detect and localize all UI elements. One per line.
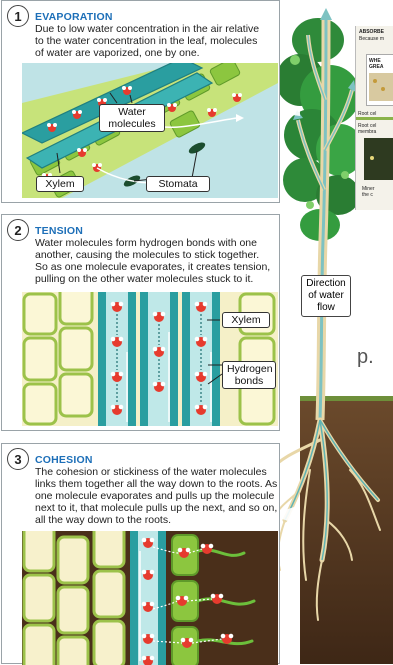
label-hydrogen-bonds: Hydrogen bonds (222, 361, 276, 389)
inset-title: ABSORBE (359, 29, 384, 35)
page-marker: p. (357, 346, 374, 369)
panel-text: The cohesion or stickiness of the water … (35, 466, 279, 526)
step-number: 1 (7, 5, 29, 27)
panel-cohesion: 3 COHESION The cohesion or stickiness of… (1, 443, 280, 664)
panel-text: Due to low water concentration in the ai… (35, 23, 279, 59)
step-number: 3 (7, 448, 29, 470)
panel-title: EVAPORATION (35, 11, 113, 23)
label-water-molecules: Water molecules (99, 104, 165, 132)
direction-label: Direction of water flow (301, 275, 351, 317)
panel-title: COHESION (35, 454, 93, 466)
label-stomata: Stomata (146, 176, 210, 192)
label-xylem: Xylem (36, 176, 84, 192)
panel-text: Water molecules form hydrogen bonds with… (35, 237, 279, 285)
label-xylem: Xylem (222, 312, 270, 328)
panel-evaporation: 1 EVAPORATION Due to low water concentra… (1, 0, 280, 203)
grass-line (300, 396, 393, 401)
cohesion-illustration (22, 531, 278, 665)
inset-subtitle: Because m (359, 36, 384, 42)
panel-title: TENSION (35, 225, 83, 237)
absorption-inset: ABSORBE Because m WHE GREA Root cel Root… (355, 26, 393, 210)
panel-tension: 2 TENSION Water molecules form hydrogen … (1, 214, 280, 431)
step-number: 2 (7, 219, 29, 241)
